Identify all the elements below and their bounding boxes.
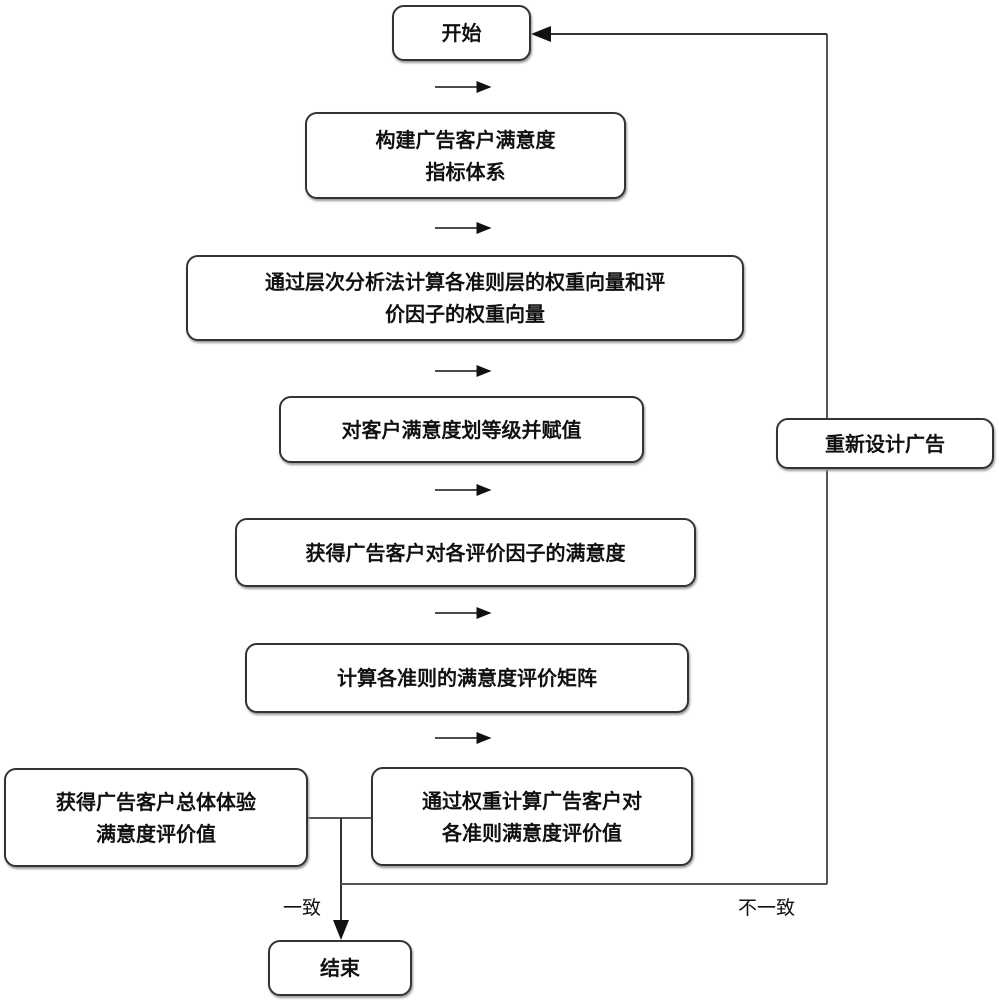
- step-label: 满意度评价值: [96, 821, 216, 846]
- step-label: 构建广告客户满意度: [375, 127, 556, 152]
- step-evaluation-matrix: 计算各准则的满意度评价矩阵: [245, 643, 689, 713]
- end-node: 结束: [268, 940, 412, 996]
- step-label: 通过权重计算广告客户对: [422, 788, 642, 813]
- step-label: 对客户满意度划等级并赋值: [341, 417, 582, 442]
- inconsistent-label: 不一致: [738, 897, 796, 919]
- start-label: 开始: [441, 21, 482, 45]
- step-grade-satisfaction: 对客户满意度划等级并赋值: [279, 396, 644, 463]
- redesign-ad-node: 重新设计广告: [776, 418, 994, 469]
- step-label: 获得广告客户对各评价因子的满意度: [305, 540, 626, 565]
- step-build-index-system: 构建广告客户满意度 指标体系: [305, 112, 626, 199]
- step-criteria-satisfaction: 通过权重计算广告客户对 各准则满意度评价值: [371, 767, 693, 866]
- step-label: 通过层次分析法计算各准则层的权重向量和评: [265, 270, 665, 294]
- consistent-label: 一致: [283, 897, 322, 919]
- step-ahp-weights: 通过层次分析法计算各准则层的权重向量和评 价因子的权重向量: [186, 255, 744, 341]
- start-node: 开始: [392, 5, 531, 61]
- step-overall-satisfaction: 获得广告客户总体体验 满意度评价值: [4, 768, 308, 867]
- step-get-factor-satisfaction: 获得广告客户对各评价因子的满意度: [235, 518, 696, 587]
- step-label: 指标体系: [425, 159, 506, 184]
- end-label: 结束: [320, 956, 360, 980]
- step-label: 计算各准则的满意度评价矩阵: [337, 666, 597, 690]
- redesign-label: 重新设计广告: [825, 431, 945, 456]
- step-label: 各准则满意度评价值: [442, 820, 622, 845]
- step-label: 价因子的权重向量: [385, 302, 545, 326]
- step-label: 获得广告客户总体体验: [56, 789, 256, 814]
